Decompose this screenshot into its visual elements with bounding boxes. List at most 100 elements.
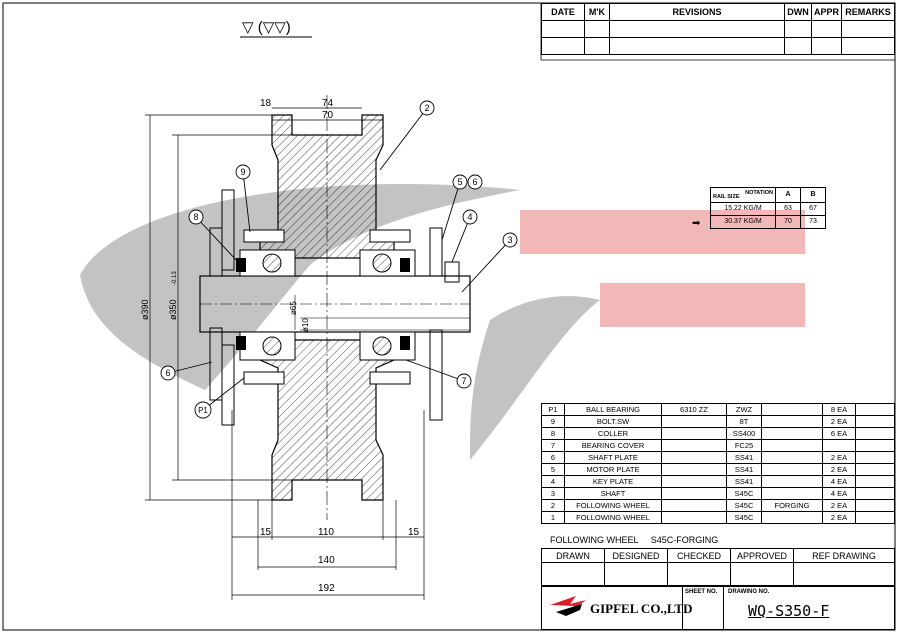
dim-18: 18 bbox=[260, 98, 272, 109]
finish-symbol: ▽ (▽▽) bbox=[242, 19, 291, 36]
sheet-no-label: SHEET NO. bbox=[685, 589, 718, 595]
parts-cell-name: COLLER bbox=[564, 427, 662, 440]
parts-cell-name: BOLT.SW bbox=[564, 415, 662, 428]
dim-65: ø65 bbox=[289, 301, 298, 315]
balloon-2: 2 bbox=[424, 103, 429, 113]
parts-cell-note bbox=[761, 463, 823, 476]
balloon-9: 9 bbox=[240, 167, 245, 177]
dim-10: ø10 bbox=[301, 318, 310, 332]
balloon-8: 8 bbox=[193, 212, 198, 222]
parts-cell-no: 3 bbox=[541, 487, 565, 500]
notation-table: NOTATION RAIL SIZE A B 15.22 KG/M 63 67 … bbox=[710, 187, 826, 229]
watermark-banner-bottom bbox=[600, 283, 805, 327]
rev-header-revisions: REVISIONS bbox=[609, 3, 785, 21]
signoff-ref-drawing: REF DRAWING bbox=[793, 548, 895, 563]
watermark-swoosh-lower bbox=[470, 296, 600, 460]
notation-row: 30.37 KG/M 70 73 bbox=[710, 215, 826, 229]
balloon-6-bottom: 6 bbox=[165, 368, 170, 378]
parts-cell-spec bbox=[661, 415, 727, 428]
dim-140: 140 bbox=[318, 555, 335, 566]
rev-header-date: DATE bbox=[541, 3, 585, 21]
rail-size-header: RAIL SIZE bbox=[713, 194, 740, 200]
notation-rail: 30.37 KG/M bbox=[710, 215, 776, 229]
dim-110: 110 bbox=[318, 527, 334, 538]
parts-cell-note bbox=[761, 475, 823, 488]
parts-cell-spec bbox=[661, 463, 727, 476]
parts-cell-qty: 6 EA bbox=[822, 427, 856, 440]
dim-390: ø390 bbox=[140, 299, 150, 320]
notation-row: 15.22 KG/M 63 67 bbox=[710, 202, 826, 216]
parts-cell-qty: 4 EA bbox=[822, 475, 856, 488]
parts-cell-mat: SS41 bbox=[726, 463, 762, 476]
parts-cell-qty: 2 EA bbox=[822, 451, 856, 464]
notation-col-a: A bbox=[775, 187, 801, 203]
drawing-no-label: DRAWING NO. bbox=[728, 589, 770, 595]
notation-b: 67 bbox=[800, 202, 826, 216]
parts-cell-note bbox=[761, 415, 823, 428]
parts-cell-spec bbox=[661, 451, 727, 464]
parts-cell-note bbox=[761, 427, 823, 440]
parts-cell-mat: S45C bbox=[726, 487, 762, 500]
dim-70: 70 bbox=[322, 110, 334, 121]
rev-header-dwn: DWN bbox=[784, 3, 812, 21]
parts-cell-mat: 8T bbox=[726, 415, 762, 428]
signoff-drawn: DRAWN bbox=[541, 548, 605, 563]
drawing-number: WQ-S350-F bbox=[748, 602, 830, 620]
balloon-p1: P1 bbox=[198, 406, 208, 415]
strike-note-material: S45C-FORGING bbox=[650, 535, 719, 545]
notation-col-b: B bbox=[800, 187, 826, 203]
parts-cell-qty: 2 EA bbox=[822, 499, 856, 512]
parts-cell-no: 2 bbox=[541, 499, 565, 512]
signoff-table: DRAWN DESIGNED CHECKED APPROVED REF DRAW… bbox=[541, 548, 895, 586]
parts-cell-spec bbox=[661, 511, 727, 524]
parts-cell-name: FOLLOWING WHEEL bbox=[564, 511, 662, 524]
parts-cell-note bbox=[761, 487, 823, 500]
notation-a: 63 bbox=[775, 202, 801, 216]
arrow-icon: ➡ bbox=[692, 218, 701, 229]
parts-cell-qty: 2 EA bbox=[822, 463, 856, 476]
parts-cell-no: 8 bbox=[541, 427, 565, 440]
balloon-5: 5 bbox=[457, 177, 462, 187]
parts-cell-no: 6 bbox=[541, 451, 565, 464]
parts-cell-no: 1 bbox=[541, 511, 565, 524]
parts-cell-note bbox=[761, 403, 823, 416]
parts-cell-no: 4 bbox=[541, 475, 565, 488]
balloon-4: 4 bbox=[467, 212, 472, 222]
parts-cell-name: MOTOR PLATE bbox=[564, 463, 662, 476]
notation-a: 70 bbox=[775, 215, 801, 229]
parts-cell-mat: SS41 bbox=[726, 451, 762, 464]
parts-cell-spec bbox=[661, 439, 727, 452]
parts-cell-spec bbox=[661, 499, 727, 512]
dim-350: ø350 bbox=[168, 299, 178, 320]
notation-header: NOTATION bbox=[745, 190, 773, 196]
parts-cell-spec: 6310 ZZ bbox=[661, 403, 727, 416]
dim-192: 192 bbox=[318, 583, 335, 594]
parts-cell-qty: 2 EA bbox=[822, 415, 856, 428]
parts-cell-no: 5 bbox=[541, 463, 565, 476]
parts-cell-mat: SS400 bbox=[726, 427, 762, 440]
parts-cell-spec bbox=[661, 427, 727, 440]
rev-header-appr: APPR bbox=[810, 3, 843, 21]
dimension-lines bbox=[145, 107, 425, 600]
parts-cell-note: FORGING bbox=[761, 499, 823, 512]
notation-b: 73 bbox=[800, 215, 826, 229]
balloon-callouts bbox=[160, 100, 518, 419]
parts-cell-mat: ZWZ bbox=[726, 403, 762, 416]
parts-cell-note bbox=[761, 439, 823, 452]
parts-cell-qty: 4 EA bbox=[822, 487, 856, 500]
parts-cell-mat: S45C bbox=[726, 511, 762, 524]
parts-cell-no: P1 bbox=[541, 403, 565, 416]
balloon-3: 3 bbox=[507, 235, 512, 245]
parts-cell-mat: FC25 bbox=[726, 439, 762, 452]
watermark-swoosh bbox=[80, 183, 520, 390]
parts-cell-name: BALL BEARING bbox=[564, 403, 662, 416]
notation-rail: 15.22 KG/M bbox=[710, 202, 776, 216]
parts-cell-spec bbox=[661, 487, 727, 500]
parts-cell-no: 9 bbox=[541, 415, 565, 428]
balloon-6-top: 6 bbox=[472, 177, 477, 187]
